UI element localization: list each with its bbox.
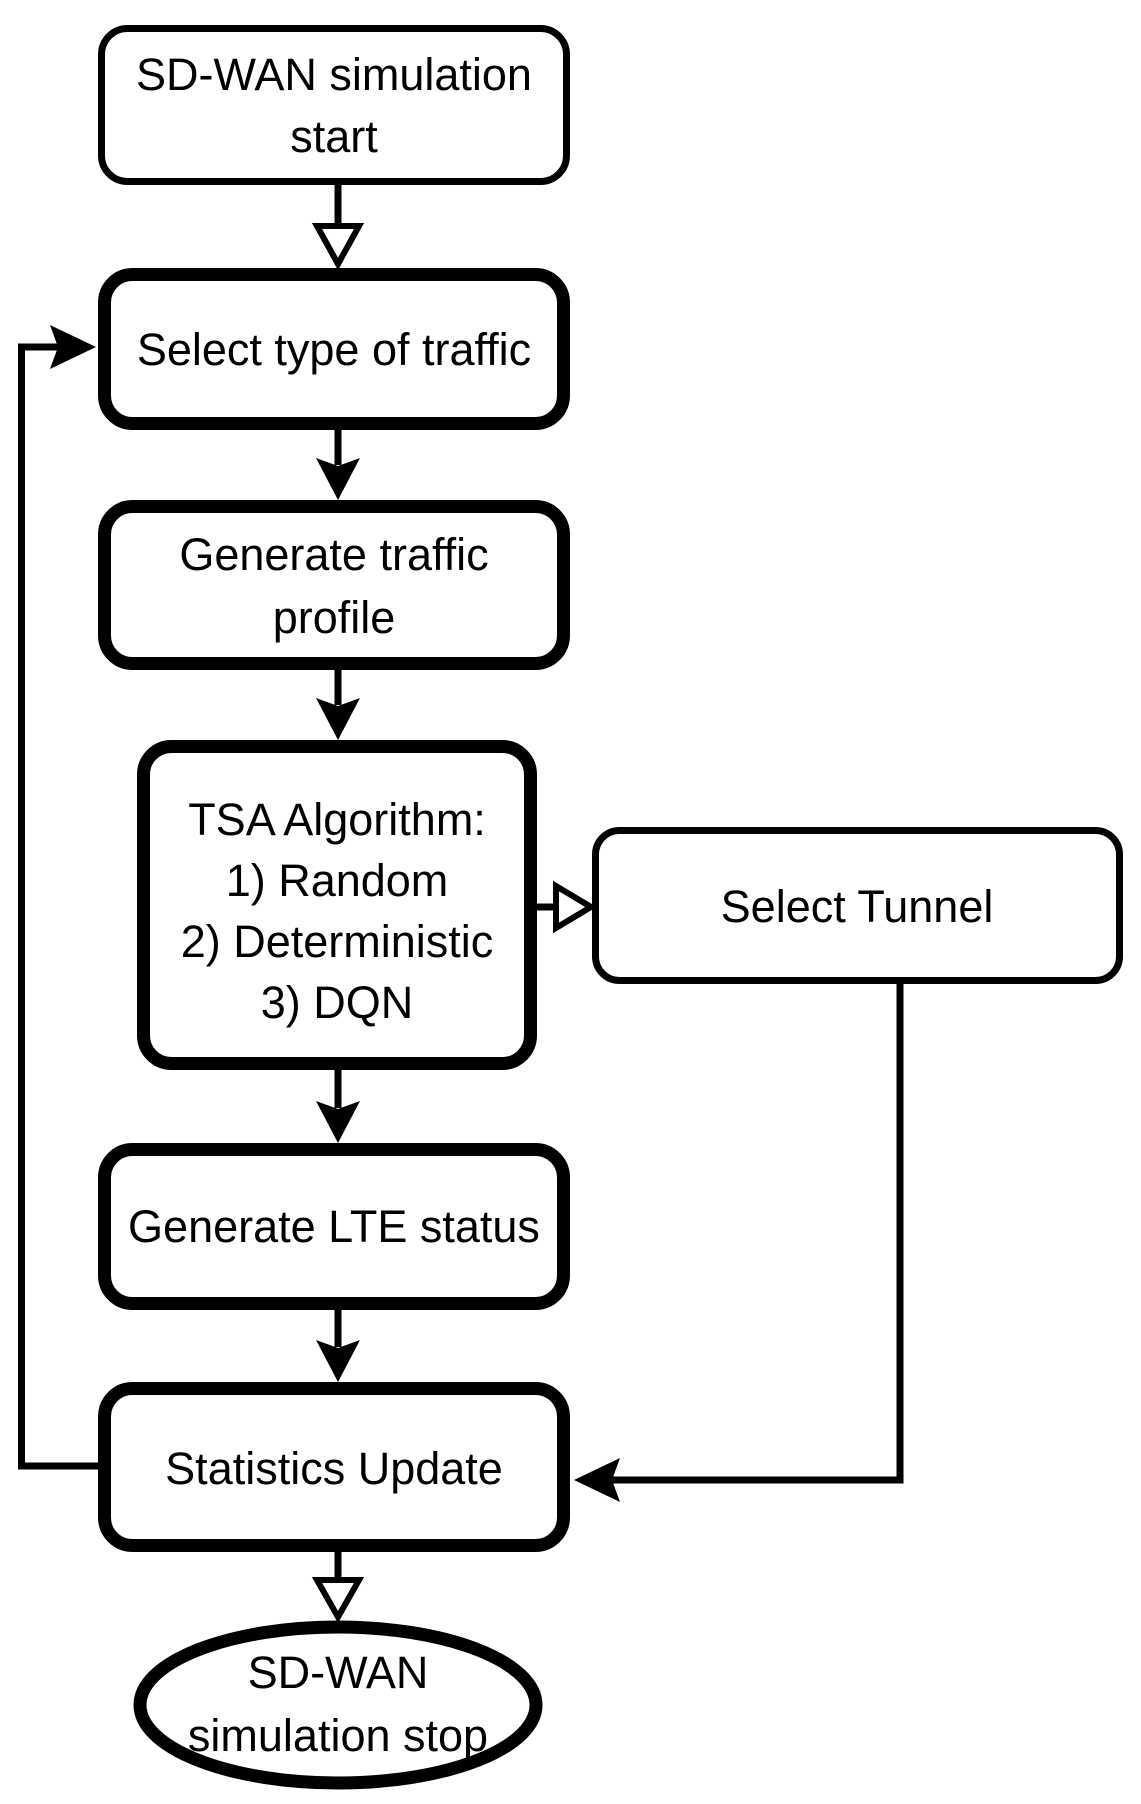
edge-tsa-to-generate-lte bbox=[316, 1063, 360, 1143]
edge-generate-lte-to-statistics bbox=[316, 1303, 360, 1382]
arrow-down-filled-icon bbox=[316, 458, 360, 500]
node-generate-lte-status: Generate LTE status bbox=[98, 1143, 570, 1310]
node-label-line: 3) DQN bbox=[261, 977, 414, 1028]
node-sdwan-simulation-stop: SD-WAN simulation stop bbox=[133, 1620, 543, 1790]
node-label-line: TSA Algorithm: bbox=[188, 794, 486, 845]
node-label-line: Statistics Update bbox=[165, 1443, 503, 1494]
node-shape bbox=[98, 25, 570, 185]
arrow-down-filled-icon bbox=[316, 1340, 360, 1382]
node-label-line: Generate LTE status bbox=[128, 1201, 540, 1252]
node-shape bbox=[98, 500, 570, 670]
node-label-line: profile bbox=[273, 592, 396, 643]
node-generate-traffic-profile: Generate traffic profile bbox=[98, 500, 570, 670]
arrow-down-filled-icon bbox=[316, 698, 360, 740]
node-label-line: SD-WAN bbox=[248, 1647, 429, 1698]
edge-statistics-to-select-traffic-loop bbox=[18, 325, 104, 1470]
arrow-down-hollow-icon bbox=[311, 223, 365, 271]
edge-start-to-select-traffic bbox=[311, 185, 365, 271]
node-shape bbox=[592, 827, 1123, 984]
node-label-line: SD-WAN simulation bbox=[136, 49, 532, 100]
arrow-down-hollow-icon bbox=[311, 1577, 365, 1624]
arrow-left-filled-icon bbox=[574, 1458, 620, 1502]
edge-statistics-to-stop bbox=[311, 1549, 365, 1624]
node-label-line: Select Tunnel bbox=[721, 881, 994, 932]
node-select-type-of-traffic: Select type of traffic bbox=[98, 268, 570, 430]
node-shape bbox=[137, 740, 537, 1070]
node-shape bbox=[98, 1382, 570, 1552]
edge-elbow bbox=[18, 343, 104, 1470]
node-sdwan-simulation-start: SD-WAN simulation start bbox=[98, 25, 570, 185]
node-label-line: 2) Deterministic bbox=[181, 916, 494, 967]
arrow-down-filled-icon bbox=[316, 1101, 360, 1143]
node-statistics-update: Statistics Update bbox=[98, 1382, 570, 1552]
node-label-line: 1) Random bbox=[226, 855, 449, 906]
node-shape bbox=[133, 1620, 543, 1790]
node-label-line: start bbox=[290, 111, 378, 162]
node-select-tunnel: Select Tunnel bbox=[592, 827, 1123, 984]
edge-select-tunnel-to-statistics bbox=[574, 984, 904, 1502]
node-shape bbox=[98, 268, 570, 430]
node-label-line: Generate traffic bbox=[179, 529, 488, 580]
node-shape bbox=[98, 1143, 570, 1310]
arrow-right-filled-icon bbox=[50, 325, 96, 369]
arrow-right-hollow-icon bbox=[553, 880, 597, 934]
edge-select-traffic-to-generate-profile bbox=[316, 424, 360, 500]
node-tsa-algorithm: TSA Algorithm: 1) Random 2) Deterministi… bbox=[137, 740, 537, 1070]
node-label-line: simulation stop bbox=[188, 1710, 488, 1761]
node-label-line: Select type of traffic bbox=[137, 324, 531, 375]
edge-elbow bbox=[612, 984, 904, 1484]
